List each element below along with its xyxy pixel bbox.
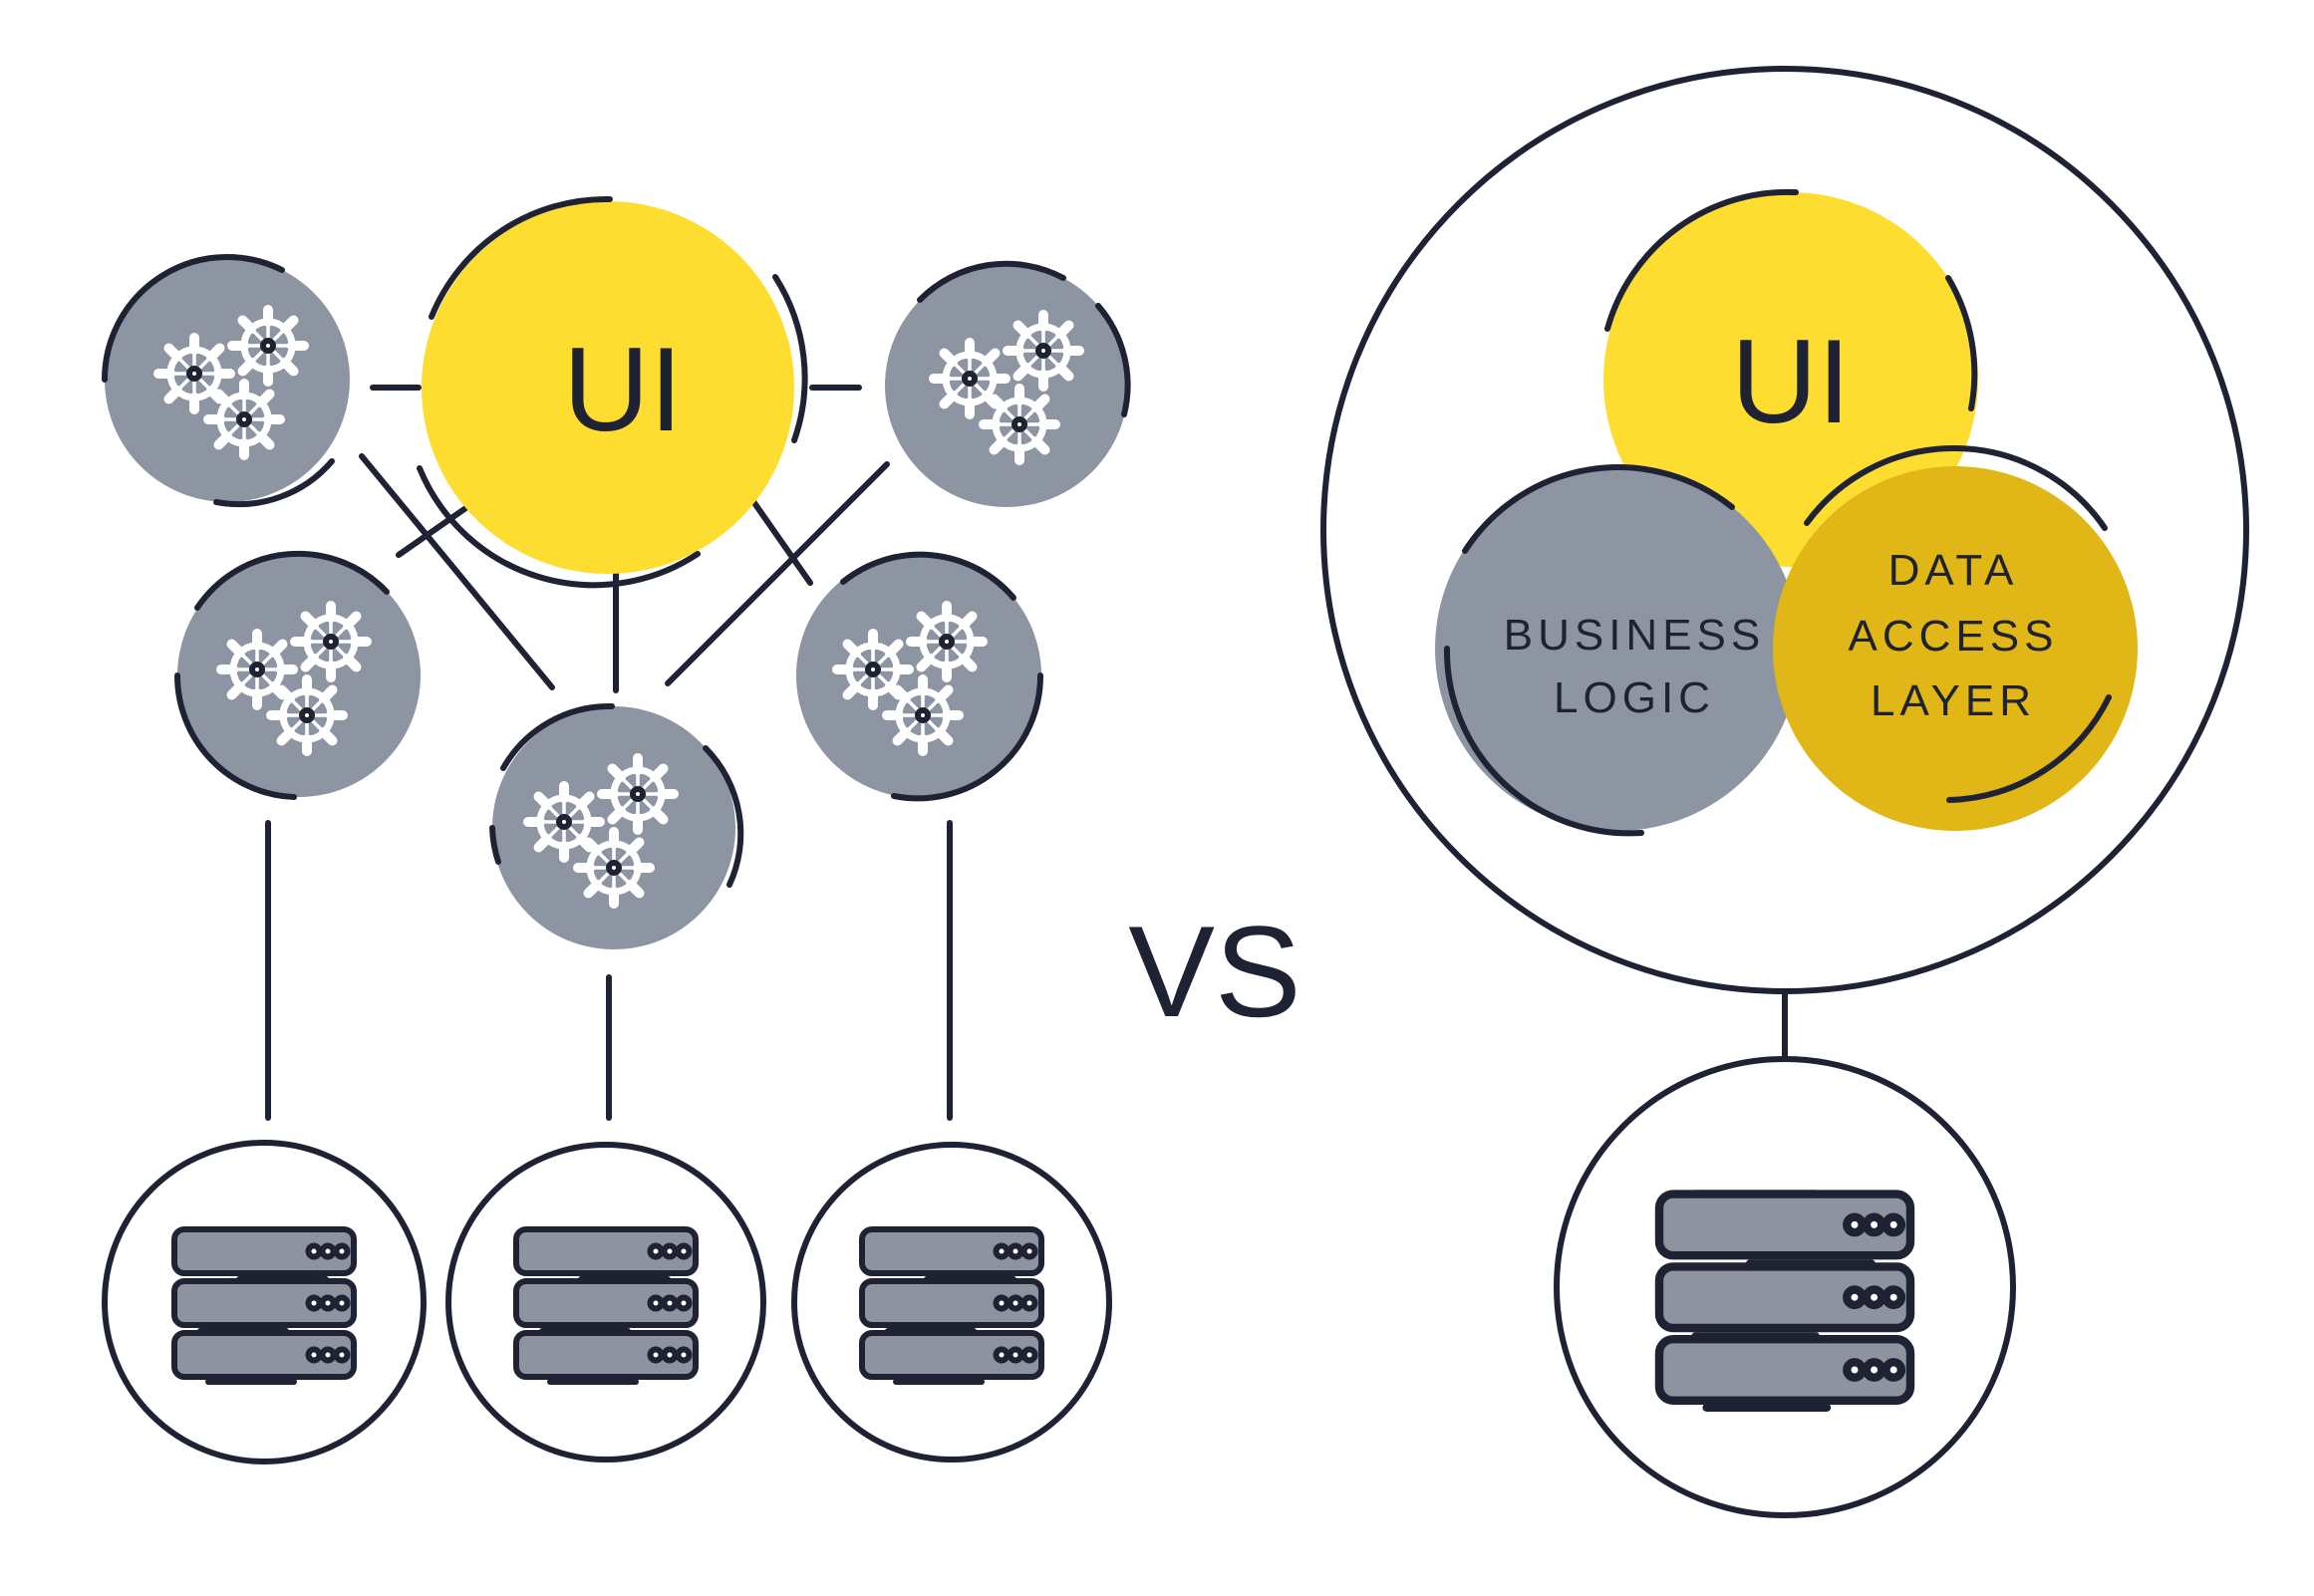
connection-lines [265, 385, 953, 1121]
service-node-4 [489, 702, 744, 949]
data-access-label-line-2: ACCESS [1849, 612, 2059, 661]
ui-label-right: UI [1731, 315, 1851, 448]
data-access-circle [1773, 445, 2138, 831]
service-node-1 [102, 254, 350, 508]
service-node-2 [885, 260, 1131, 507]
ui-circle-right [1603, 188, 1978, 567]
monolith-side [1320, 66, 2249, 1518]
business-logic-label-line-2: LOGIC [1554, 673, 1715, 722]
server-stack-icon [516, 1229, 696, 1382]
database-node-1 [102, 1140, 427, 1464]
data-access-label-line-3: LAYER [1871, 676, 2036, 725]
data-access-label-line-1: DATA [1888, 546, 2019, 595]
server-stack-icon [174, 1229, 354, 1382]
database-node-3 [791, 1142, 1112, 1463]
ui-label-left: UI [563, 323, 683, 456]
vs-label: VS [1128, 899, 1301, 1044]
microservices-side [102, 195, 1131, 1464]
service-node-5 [796, 551, 1044, 802]
service-node-3 [173, 550, 421, 800]
business-logic-label-line-1: BUSINESS [1504, 611, 1766, 660]
business-logic-circle [1435, 464, 1800, 837]
server-stack-icon [862, 1229, 1041, 1382]
database-node-2 [445, 1142, 766, 1463]
ui-circle-left [417, 195, 808, 589]
server-stack-icon [1659, 1195, 1910, 1408]
database-node-monolith [1554, 1056, 2016, 1518]
